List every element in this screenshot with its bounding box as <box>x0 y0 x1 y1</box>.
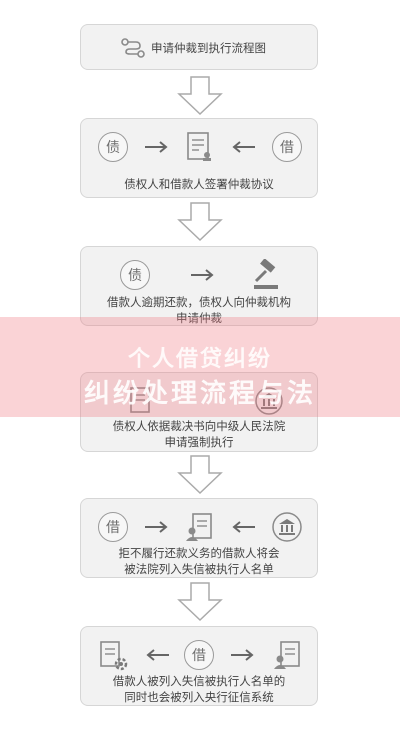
banner-title-line1: 个人借贷纠纷 <box>127 347 272 372</box>
step-6-text: 借款人被列入失信被执行人名单的 同时也会被列入央行征信系统 <box>112 674 286 704</box>
flow-step-2: 债 借 债权人和借款人签署仲裁协议 <box>80 118 318 198</box>
step-2-text: 债权人和借款人签署仲裁协议 <box>124 177 274 191</box>
flow-icon <box>115 30 151 66</box>
court-icon <box>269 509 305 545</box>
arrow-left-icon <box>225 509 261 545</box>
flow-step-title: 申请仲裁到执行流程图 <box>80 24 318 70</box>
down-arrow <box>177 455 223 495</box>
creditor-icon: 债 <box>117 257 153 293</box>
down-arrow <box>177 202 223 242</box>
down-arrow <box>177 582 223 622</box>
step-3-text: 借款人逾期还款，债权人向仲裁机构 申请仲裁 <box>107 295 291 325</box>
borrower-icon: 借 <box>95 509 131 545</box>
agreement-document-icon <box>181 129 217 165</box>
flow-step-6: 借 借款人被列入失信被执行人名单的 同时也会被列入央行征信系统 <box>80 626 318 706</box>
blacklist-document-icon <box>181 509 217 545</box>
arrow-right-icon <box>225 637 261 673</box>
flow-step-4: 债权人依据裁决书向中级人民法院 申请强制执行 <box>80 372 318 452</box>
step-5-text: 拒不履行还款义务的借款人将会 被法院列入失信被执行人名单 <box>118 546 280 576</box>
document-icon <box>123 383 159 419</box>
arrow-right-icon <box>139 509 175 545</box>
arrow-right-icon <box>185 257 221 293</box>
borrower-icon: 借 <box>181 637 217 673</box>
creditor-icon: 债 <box>95 129 131 165</box>
gavel-icon <box>249 257 285 293</box>
blacklist-document-icon <box>269 637 305 673</box>
credit-system-document-icon <box>95 637 131 673</box>
court-icon <box>251 383 287 419</box>
down-arrow <box>177 76 223 116</box>
step-4-text: 债权人依据裁决书向中级人民法院 申请强制执行 <box>112 419 286 449</box>
arrow-left-icon <box>139 637 175 673</box>
arrow-left-icon <box>225 129 261 165</box>
step-title-text: 申请仲裁到执行流程图 <box>151 41 266 55</box>
arrow-right-icon <box>139 129 175 165</box>
flow-step-5: 借 拒不履行还款义 <box>80 498 318 578</box>
flow-step-3: 债 借款人逾期还款，债权人向仲裁机构 申请仲裁 <box>80 246 318 326</box>
borrower-icon: 借 <box>269 129 305 165</box>
